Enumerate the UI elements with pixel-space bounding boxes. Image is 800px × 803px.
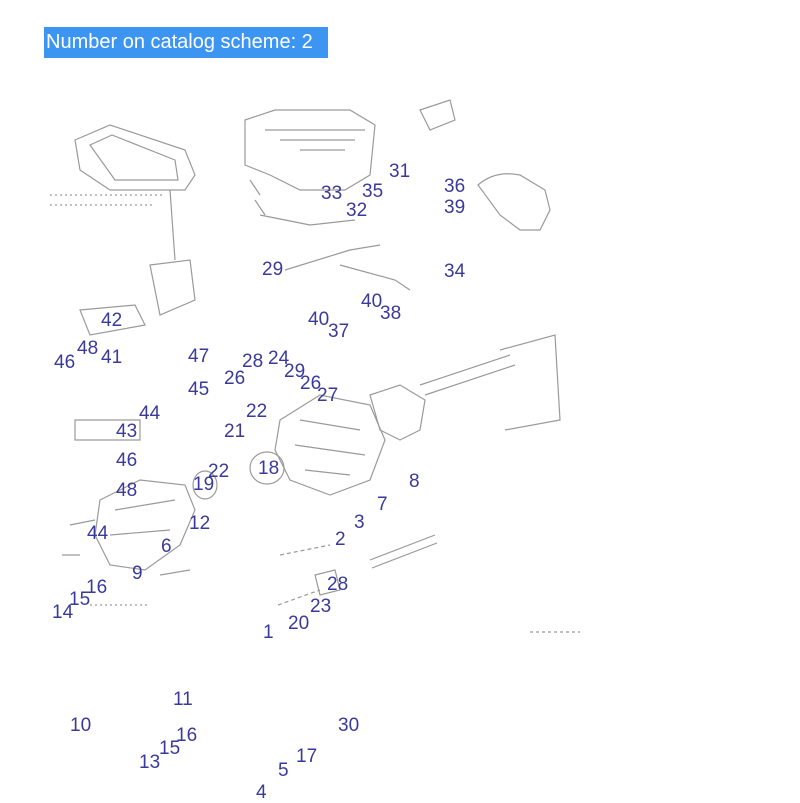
part-callout-10[interactable]: 10 [70,715,92,736]
part-callout-32[interactable]: 32 [346,200,368,221]
part-callout-1[interactable]: 1 [263,622,274,643]
part-callout-18[interactable]: 18 [258,458,280,479]
lower-shaft-part [369,534,438,569]
part-callout-48[interactable]: 48 [116,480,138,501]
part-callout-36[interactable]: 36 [444,176,466,197]
part-callout-48[interactable]: 48 [77,338,99,359]
part-callout-31[interactable]: 31 [389,161,411,182]
part-callout-35[interactable]: 35 [362,181,384,202]
side-bracket [74,419,141,441]
part-callout-9[interactable]: 9 [132,563,143,584]
part-callout-24[interactable]: 24 [268,348,290,369]
bracket-part [79,304,146,336]
part-callout-21[interactable]: 21 [224,421,246,442]
part-callout-13[interactable]: 13 [139,752,161,773]
dashed-leader-2 [277,589,321,606]
part-callout-27[interactable]: 27 [317,385,339,406]
upper-housing-bolts [249,179,356,226]
part-callout-22[interactable]: 22 [208,461,230,482]
lower-gear [314,569,341,596]
part-callout-45[interactable]: 45 [188,379,210,400]
part-callout-28[interactable]: 28 [327,574,349,595]
part-callout-39[interactable]: 39 [444,197,466,218]
gasket-part [369,384,426,441]
part-callout-44[interactable]: 44 [139,403,161,424]
part-callout-33[interactable]: 33 [321,183,343,204]
pump-body-detail [294,419,366,476]
part-callout-38[interactable]: 38 [380,303,402,324]
part-callout-34[interactable]: 34 [444,261,466,282]
link-rod-2 [339,264,411,291]
part-callout-42[interactable]: 42 [101,310,123,331]
part-callout-40[interactable]: 40 [308,309,330,330]
seal-ring-part [192,470,218,500]
upper-housing-part [244,109,376,191]
pump-body-part [274,394,386,496]
part-callout-4[interactable]: 4 [256,782,267,803]
part-callout-40[interactable]: 40 [361,291,383,312]
part-callout-46[interactable]: 46 [54,352,76,373]
part-callout-46[interactable]: 46 [116,450,138,471]
part-callout-14[interactable]: 14 [52,602,74,623]
part-callout-37[interactable]: 37 [328,321,350,342]
part-callout-15[interactable]: 15 [159,738,181,759]
part-callout-23[interactable]: 23 [310,596,332,617]
part-callout-8[interactable]: 8 [409,471,420,492]
end-cover-detail [109,499,176,536]
part-callout-7[interactable]: 7 [377,494,388,515]
part-callout-30[interactable]: 30 [338,715,360,736]
part-callout-29[interactable]: 29 [262,259,284,280]
elbow-pipe-part [477,173,551,231]
top-cover-inner [89,134,179,181]
part-callout-47[interactable]: 47 [188,346,210,367]
part-callout-41[interactable]: 41 [101,347,123,368]
part-callout-26[interactable]: 26 [300,373,322,394]
part-callout-6[interactable]: 6 [161,536,172,557]
part-callout-19[interactable]: 19 [193,474,215,495]
shaft-frame [499,334,561,431]
part-callout-44[interactable]: 44 [87,523,109,544]
shaft-part [419,354,516,396]
part-callout-12[interactable]: 12 [189,513,211,534]
end-cover-part [94,479,196,571]
top-cover-part [74,124,196,191]
part-callout-15[interactable]: 15 [69,589,91,610]
part-callout-17[interactable]: 17 [296,746,318,767]
part-callout-43[interactable]: 43 [116,421,138,442]
o-ring-part [249,451,285,485]
part-callout-26[interactable]: 26 [224,368,246,389]
leader-line [169,189,176,261]
dotted-note [50,194,165,206]
part-callout-29[interactable]: 29 [284,361,306,382]
part-callout-5[interactable]: 5 [278,760,289,781]
catalog-scheme-banner: Number on catalog scheme: 2 [44,27,328,58]
part-callout-16[interactable]: 16 [176,725,198,746]
dashed-leader [279,544,331,556]
part-callout-11[interactable]: 11 [173,689,193,710]
part-callout-16[interactable]: 16 [86,577,108,598]
small-fitting [419,99,456,131]
bolt-row [62,519,191,576]
part-callout-28[interactable]: 28 [242,351,264,372]
link-rod [284,244,381,271]
part-callout-3[interactable]: 3 [354,512,365,533]
part-callout-20[interactable]: 20 [288,613,310,634]
center-fitting [149,259,196,316]
upper-housing-detail [265,129,365,151]
part-callout-22[interactable]: 22 [246,401,268,422]
part-callout-2[interactable]: 2 [335,529,346,550]
